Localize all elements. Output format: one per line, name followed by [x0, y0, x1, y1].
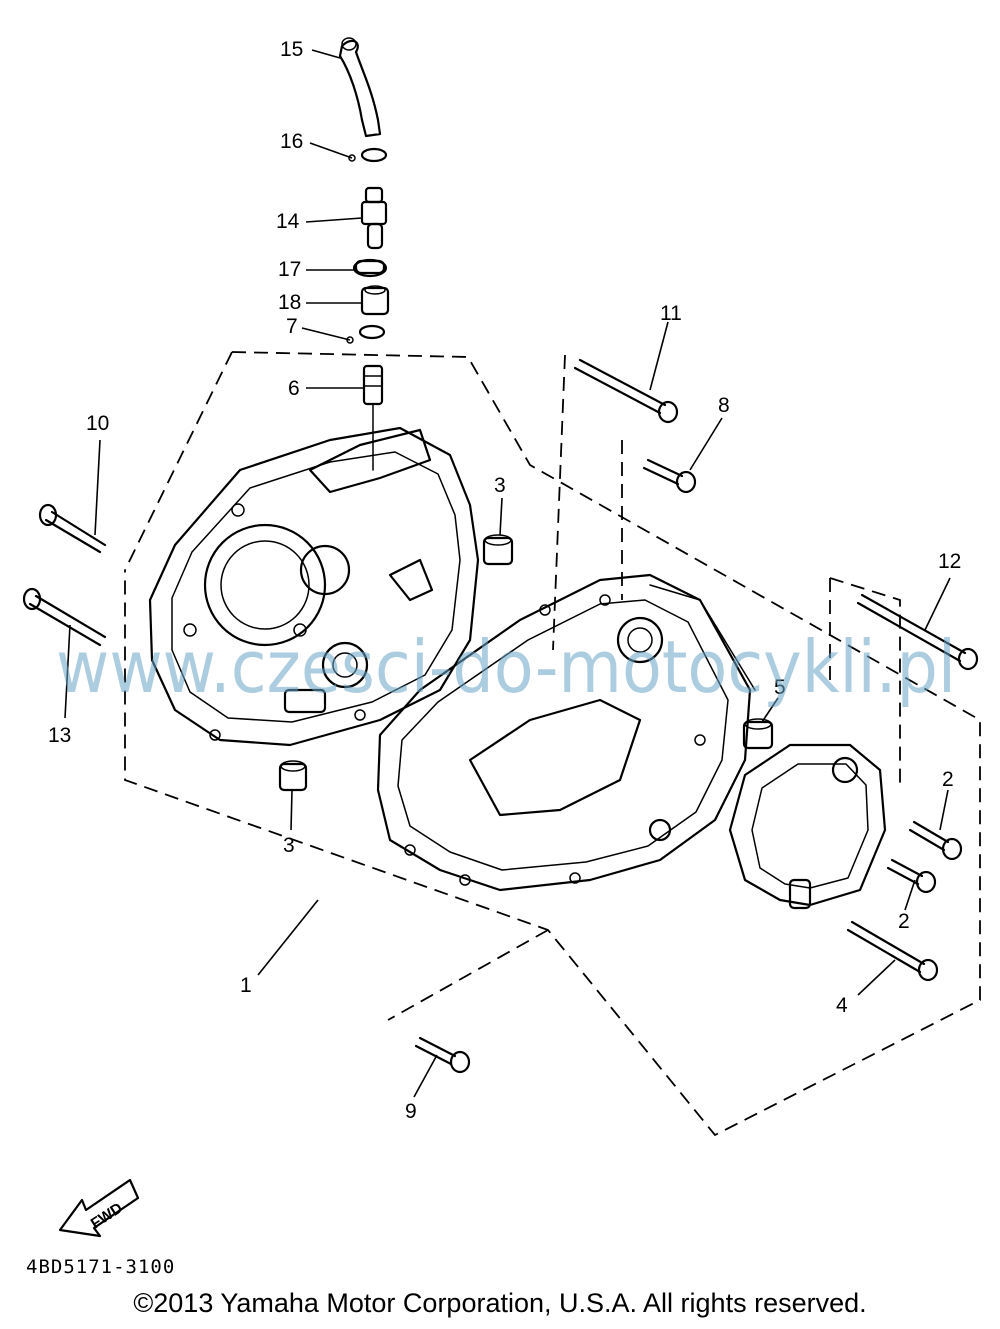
bolt-10	[38, 503, 107, 554]
spacer-18	[360, 285, 390, 316]
callout-14: 14	[276, 210, 300, 233]
callout-labels: 15 16 14 17 18 7 6 11 8 10 3 12 13 5 2 3…	[48, 38, 961, 1123]
right-crankcase	[376, 573, 756, 892]
dowel-pin-3-upper	[482, 534, 514, 566]
callout-17: 17	[278, 258, 301, 281]
callout-3-lower: 3	[283, 834, 295, 857]
bolt-8	[642, 458, 697, 494]
union-fitting-14	[360, 186, 388, 250]
bolt-12	[856, 593, 979, 671]
callout-5: 5	[774, 676, 786, 699]
assembly-boundary	[124, 351, 981, 1137]
callout-12: 12	[938, 550, 961, 573]
bolt-9	[414, 1036, 471, 1074]
nipple-6	[362, 364, 384, 471]
bolt-2-upper	[908, 820, 963, 861]
dowel-pin-3-lower	[278, 760, 308, 792]
leader-lines	[64, 49, 951, 1098]
bolt-4	[846, 920, 939, 982]
callout-8: 8	[718, 394, 730, 417]
breather-hose	[338, 37, 382, 138]
fwd-arrow-icon: FWD	[58, 1178, 140, 1238]
callout-4: 4	[836, 994, 848, 1017]
callout-15: 15	[280, 38, 303, 61]
callout-11: 11	[660, 302, 682, 325]
callout-9: 9	[405, 1100, 417, 1123]
crankcase-cover	[728, 743, 887, 910]
callout-6: 6	[288, 377, 300, 400]
hose-clamp-17	[352, 258, 388, 278]
bolt-13	[22, 587, 107, 647]
o-ring-7	[346, 324, 386, 344]
callout-10: 10	[86, 412, 109, 435]
callout-2-upper: 2	[942, 768, 954, 791]
watermark-text: www.czesci-do-motocykli.pl	[56, 625, 956, 709]
callout-18: 18	[278, 291, 301, 314]
dowel-pin-5	[742, 718, 774, 750]
bolt-11	[573, 358, 679, 424]
callout-16: 16	[280, 130, 303, 153]
callout-3-upper: 3	[494, 474, 506, 497]
part-code: 4BD5171-3100	[26, 1256, 176, 1278]
bolt-2-lower	[886, 858, 937, 894]
callout-7: 7	[286, 315, 298, 338]
clip-16	[348, 147, 388, 163]
left-crankcase	[148, 426, 480, 747]
copyright-notice: ©2013 Yamaha Motor Corporation, U.S.A. A…	[133, 1288, 867, 1318]
callout-13: 13	[48, 724, 71, 747]
callout-2-lower: 2	[898, 910, 910, 933]
callout-1: 1	[240, 974, 252, 997]
